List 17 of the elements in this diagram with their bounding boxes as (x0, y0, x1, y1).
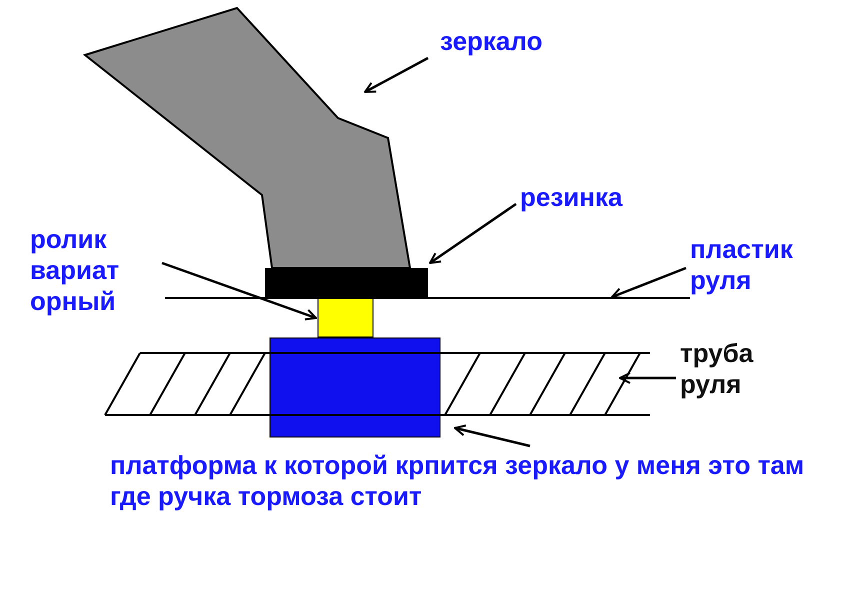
mount-platform (270, 338, 440, 438)
part-label: зеркало (440, 26, 600, 57)
leader-arrow (364, 56, 429, 94)
part-label: пластик руля (690, 234, 840, 296)
roller (318, 298, 374, 338)
rubber-pad (265, 268, 428, 298)
handlebar-tube-drawing (104, 352, 650, 416)
part-label: ролик вариат орный (30, 224, 165, 317)
leader-arrow (611, 266, 686, 299)
handlebar-plastic-line (165, 297, 690, 299)
leader-arrow (429, 202, 517, 264)
leader-arrow (162, 262, 317, 320)
note-text: платформа к которой крпится зеркало у меня это там где ручка тормоза стоит (110, 450, 810, 512)
part-label: резинка (520, 182, 670, 213)
leader-arrow (619, 372, 676, 384)
leader-arrow (454, 424, 530, 448)
part-label: труба руля (680, 338, 790, 400)
